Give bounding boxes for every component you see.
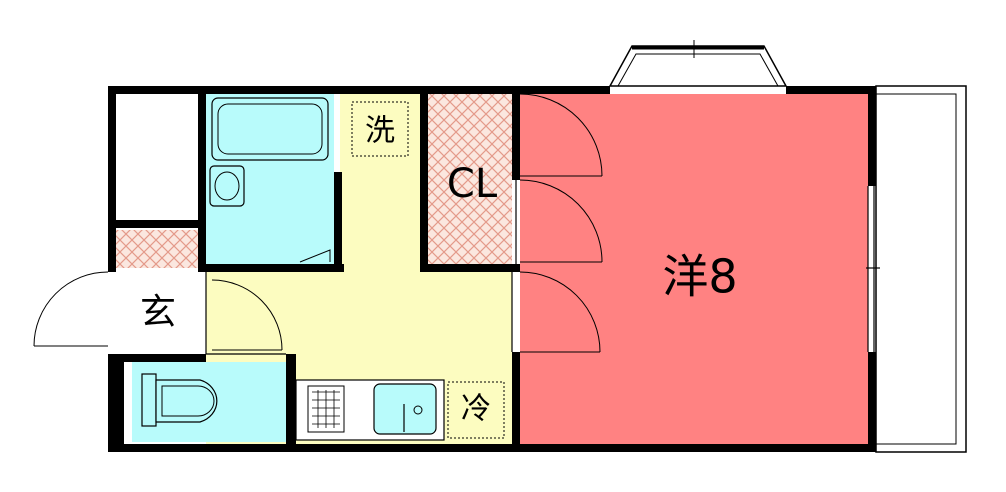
western-room-label: 洋8 [662, 250, 737, 304]
thin-partitions [205, 180, 880, 355]
bath-door [299, 249, 331, 263]
bathtub [211, 97, 329, 161]
shoe-closet [116, 230, 198, 268]
balcony [875, 85, 967, 453]
kitchen-counter [295, 379, 445, 441]
toilet [141, 373, 218, 427]
fridge-space [447, 381, 505, 439]
entrance-floor [116, 272, 204, 354]
walls [108, 86, 876, 452]
closet-floor [428, 94, 512, 266]
laundry-label: 洗 [365, 114, 395, 149]
bay-window [608, 40, 788, 87]
laundry-space [351, 101, 409, 157]
western-room-floor [520, 94, 868, 444]
closet-label: CL [447, 161, 498, 207]
fridge-label: 冷 [461, 392, 491, 427]
entrance-label: 玄 [140, 292, 176, 333]
door-swings [33, 93, 603, 353]
bath-sink [209, 165, 245, 207]
storage-floor [116, 94, 198, 220]
